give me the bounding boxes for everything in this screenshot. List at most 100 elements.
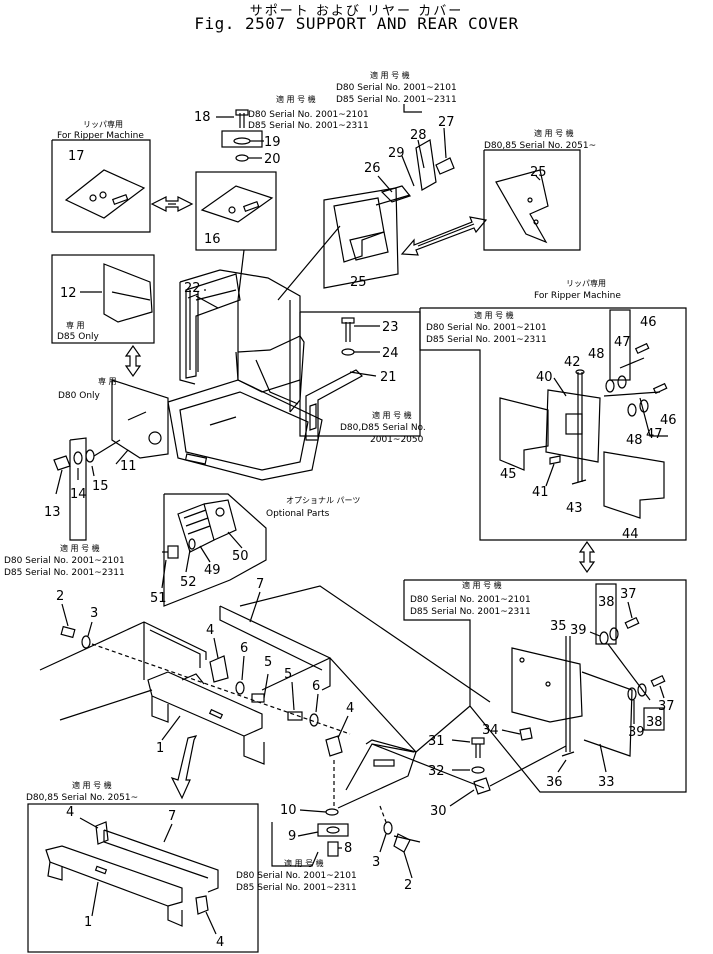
callout-3-bottom: 3 (372, 855, 380, 870)
note-for-ripper-2: For Ripper Machine (534, 291, 621, 301)
callout-48-top: 48 (588, 347, 605, 362)
note-d8085-2051-bottom: D80,85 Serial No. 2051~ (26, 793, 138, 803)
callout-8: 8 (344, 841, 352, 856)
callout-6-right: 6 (312, 679, 320, 694)
callout-7-inset: 7 (168, 809, 176, 824)
inset-ripper-40-48: リッパ専用 For Ripper Machine 適 用 号 機 D80 Ser… (419, 278, 687, 542)
callout-25-right: 25 (530, 165, 547, 180)
callout-34: 34 (482, 723, 499, 738)
callout-25-middle: 25 (350, 275, 367, 290)
callout-16: 16 (204, 232, 221, 247)
callout-37-bottom: 37 (658, 699, 675, 714)
bolt-stack-18-20: 18 19 20 適 用 号 機 D80 Serial No. 2001~210… (194, 94, 369, 167)
inset-support-2051: 適 用 号 機 D80,85 Serial No. 2051~ 4 7 1 4 (26, 780, 259, 953)
callout-42: 42 (564, 355, 581, 370)
note-d80-only: D80 Only (58, 391, 101, 401)
note-jp-excl-11: 専 用 (98, 376, 117, 386)
note-jp-optional: オプショナル パーツ (286, 496, 360, 505)
cab-floor-assembly: 11 22 (111, 225, 341, 481)
callout-30: 30 (430, 804, 447, 819)
callout-22: 22 (184, 281, 201, 296)
note-d85-30: D85 Serial No. 2001~2311 (410, 607, 531, 617)
note-d85-27: D85 Serial No. 2001~2311 (336, 95, 457, 105)
note-d80-27: D80 Serial No. 2001~2101 (336, 83, 457, 93)
note-d80-13: D80 Serial No. 2001~2101 (4, 556, 125, 566)
note-jp-excl-12: 専 用 (66, 320, 85, 330)
note-jp-app-27: 適 用 号 機 (370, 70, 410, 80)
callout-51: 51 (150, 591, 167, 606)
callout-38-top: 38 (598, 595, 615, 610)
note-d8085-2001-b: 2001~2050 (370, 435, 424, 445)
callout-12: 12 (60, 286, 77, 301)
callout-43: 43 (566, 501, 583, 516)
callout-11: 11 (120, 459, 137, 474)
note-d85-40: D85 Serial No. 2001~2311 (426, 335, 547, 345)
callout-5-right: 5 (284, 667, 292, 682)
callout-45: 45 (500, 467, 517, 482)
callout-47-top: 47 (614, 335, 631, 350)
callout-15: 15 (92, 479, 109, 494)
callout-23: 23 (382, 320, 399, 335)
note-d80-8: D80 Serial No. 2001~2101 (236, 871, 357, 881)
note-d85-only: D85 Only (57, 332, 100, 342)
callout-26: 26 (364, 161, 381, 176)
arrow-17-16 (150, 196, 194, 212)
callout-38-bottom: 38 (646, 715, 663, 730)
note-d85-19: D85 Serial No. 2001~2311 (248, 121, 369, 131)
arrow-ripper-boxes (578, 540, 596, 574)
callout-19: 19 (264, 135, 281, 150)
callout-37-top: 37 (620, 587, 637, 602)
callout-28: 28 (410, 128, 427, 143)
callout-14: 14 (70, 487, 87, 502)
leader-30-frame (371, 743, 485, 789)
callout-7-main: 7 (256, 577, 264, 592)
inset-optional-49-52: オプショナル パーツ Optional Parts 50 49 52 51 (150, 493, 360, 607)
note-jp-app-13: 適 用 号 機 (60, 543, 100, 553)
callout-3-top: 3 (90, 606, 98, 621)
note-optional: Optional Parts (266, 509, 330, 519)
callout-1-main: 1 (156, 741, 164, 756)
callout-49: 49 (204, 563, 221, 578)
callout-24: 24 (382, 346, 399, 361)
note-jp-app-19: 適 用 号 機 (276, 94, 316, 104)
note-d80-30: D80 Serial No. 2001~2101 (410, 595, 531, 605)
callout-50: 50 (232, 549, 249, 564)
note-jp-ripper-1: リッパ専用 (83, 119, 123, 129)
callout-31: 31 (428, 734, 445, 749)
callout-18: 18 (194, 110, 211, 125)
callout-46-top: 46 (640, 315, 657, 330)
arrow-25-25 (400, 216, 488, 256)
bolt-group-13-15: 13 14 15 適 用 号 機 D80 Serial No. 2001~210… (4, 437, 125, 578)
inset-bracket-21: 21 23 24 適 用 号 機 D80,D85 Serial No. 2001… (299, 311, 426, 445)
inset-cover-25-right: 適 用 号 機 D80,85 Serial No. 2051~ 25 (483, 128, 596, 251)
support-assembly-main: 2 3 1 4 7 6 5 5 (39, 577, 491, 893)
inset-plate-16: 16 (195, 171, 277, 251)
callout-17: 17 (68, 149, 85, 164)
note-jp-app-bottom: 適 用 号 機 (72, 780, 112, 790)
note-for-ripper-1: For Ripper Machine (57, 131, 144, 141)
note-jp-app-30: 適 用 号 機 (462, 580, 502, 590)
note-d80-19: D80 Serial No. 2001~2101 (248, 110, 369, 120)
note-d80-40: D80 Serial No. 2001~2101 (426, 323, 547, 333)
callout-41: 41 (532, 485, 549, 500)
callout-2-top: 2 (56, 589, 64, 604)
inset-cover-25-middle: 25 (323, 187, 399, 290)
callout-29: 29 (388, 146, 405, 161)
callout-27: 27 (438, 115, 455, 130)
callout-47-bottom: 47 (646, 427, 663, 442)
note-jp-ripper-2: リッパ専用 (566, 278, 606, 288)
note-d8085-2001-a: D80,D85 Serial No. (340, 423, 426, 433)
inset-cover-30-39: 適 用 号 機 D80 Serial No. 2001~2101 D85 Ser… (403, 579, 687, 819)
callout-21: 21 (380, 370, 397, 385)
callout-39-top: 39 (570, 623, 587, 638)
callout-39-bottom: 39 (628, 725, 645, 740)
note-jp-app-25: 適 用 号 機 (534, 128, 574, 138)
callout-4-inset-top: 4 (66, 805, 74, 820)
callout-4-inset-bottom: 4 (216, 935, 224, 950)
callout-5-left: 5 (264, 655, 272, 670)
callout-1-inset: 1 (84, 915, 92, 930)
callout-35: 35 (550, 619, 567, 634)
callout-9: 9 (288, 829, 296, 844)
leader-lower-right (415, 705, 471, 753)
figure-title: Fig. 2507 SUPPORT AND REAR COVER (194, 14, 519, 33)
